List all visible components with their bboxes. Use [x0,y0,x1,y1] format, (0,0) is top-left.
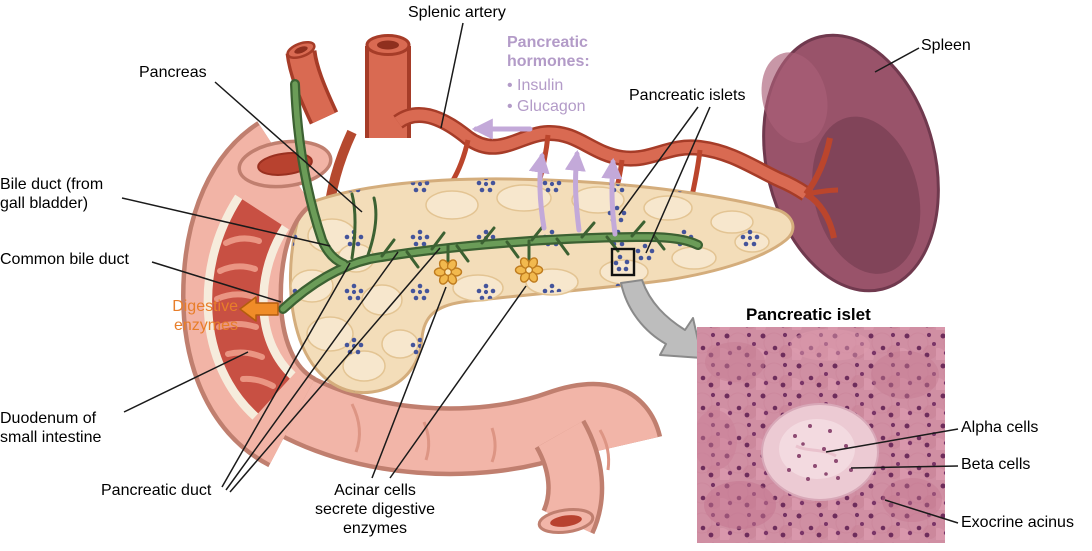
inset-histology [697,327,945,543]
label-pancreatic-hormones: Pancreatic hormones: [507,34,590,71]
duodenum-illustration [180,121,333,468]
pancreas-illustration [289,177,795,395]
label-glucagon: • Glucagon [507,98,586,115]
label-common-bile-duct: Common bile duct [0,251,129,268]
label-splenic-artery: Splenic artery [408,4,506,21]
label-alpha-cells: Alpha cells [961,419,1039,436]
label-pancreas: Pancreas [139,64,207,81]
label-acinar-cells: Acinar cells secrete digestive enzymes [314,482,436,538]
inset-source-box [610,247,636,277]
label-spleen: Spleen [921,37,971,54]
pancreatic-islet-dots [290,178,793,393]
label-beta-cells: Beta cells [961,456,1031,473]
leader-lines [121,22,959,524]
label-insulin: • Insulin [507,77,564,94]
spleen-illustration [761,33,940,293]
label-exocrine-acinus: Exocrine acinus [961,514,1074,531]
duct-branches [350,192,666,269]
small-intestine-illustration [259,365,663,535]
islet-cell-nuclei [787,424,853,481]
acinar-cells-illustration [433,257,544,285]
label-duodenum: Duodenum of small intestine [0,410,102,447]
label-digestive-enzymes: Digestive enzymes [172,298,238,335]
label-bile-duct: Bile duct (from gall bladder) [0,176,104,213]
label-pancreatic-duct: Pancreatic duct [101,482,212,499]
enzyme-arrow [239,296,279,322]
duct-network [278,79,703,314]
hormone-arrows [471,118,623,237]
inset-title: Pancreatic islet [746,305,871,324]
zoom-arrow [620,279,703,359]
label-pancreatic-islets: Pancreatic islets [629,87,746,104]
celiac-trunk-vessels [285,34,411,221]
